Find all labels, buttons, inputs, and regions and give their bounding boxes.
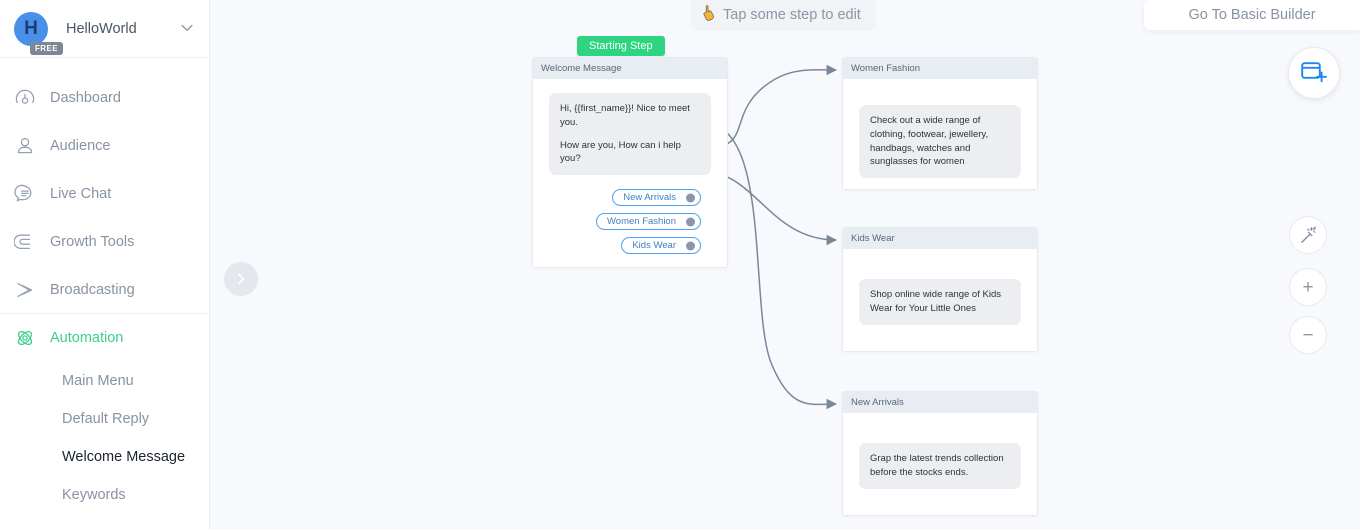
message-text: Grap the latest trends collection before… — [870, 453, 1004, 478]
connector-dot-icon[interactable] — [686, 193, 695, 203]
starting-step-badge: Starting Step — [577, 36, 665, 56]
sidebar-item-label: Automation — [50, 330, 124, 346]
sidebar-item-label: Dashboard — [50, 90, 121, 106]
quick-reply-women-fashion[interactable]: Women Fashion — [596, 213, 701, 231]
go-to-basic-builder-label: Go To Basic Builder — [1188, 7, 1316, 23]
magnet-icon — [14, 229, 50, 255]
edit-hint-tooltip: Tap some step to edit — [691, 0, 875, 29]
flow-node-new-arrivals[interactable]: New Arrivals Grap the latest trends coll… — [842, 391, 1038, 516]
sidebar-item-main-menu[interactable]: Main Menu — [0, 362, 209, 400]
quick-reply-label: Kids Wear — [632, 240, 676, 252]
gauge-icon — [14, 85, 50, 111]
user-icon — [14, 133, 50, 159]
sidebar-item-growth-tools[interactable]: Growth Tools — [0, 218, 209, 266]
workspace-switcher[interactable]: H FREE HelloWorld — [0, 0, 209, 58]
edge-new-arrivals — [704, 123, 838, 410]
sidebar-subitem-label: Default Reply — [62, 411, 150, 427]
message-text: Hi, {{first_name}}! Nice to meet you. — [560, 103, 690, 128]
workspace-name: HelloWorld — [66, 20, 137, 37]
avatar: H FREE — [14, 11, 63, 55]
flow-node-kids-wear[interactable]: Kids Wear Shop online wide range of Kids… — [842, 227, 1038, 352]
flow-node-women-fashion[interactable]: Women Fashion Check out a wide range of … — [842, 57, 1038, 190]
chat-bubble-icon — [14, 181, 50, 207]
edit-hint-text: Tap some step to edit — [723, 6, 861, 23]
sidebar-item-automation[interactable]: Automation — [0, 314, 209, 362]
node-title: Welcome Message — [533, 58, 727, 79]
message-bubble[interactable]: Check out a wide range of clothing, foot… — [859, 105, 1021, 179]
add-step-button[interactable] — [1288, 47, 1340, 99]
message-bubble[interactable]: Grap the latest trends collection before… — [859, 443, 1021, 489]
sidebar-item-label: Broadcasting — [50, 282, 135, 298]
chevron-down-icon[interactable] — [181, 23, 193, 35]
node-body: Grap the latest trends collection before… — [843, 413, 1037, 505]
node-body: Hi, {{first_name}}! Nice to meet you. Ho… — [533, 79, 727, 270]
flow-connectors — [658, 64, 838, 410]
magic-wand-icon — [1300, 225, 1316, 243]
sidebar-subitem-label: Welcome Message — [62, 449, 186, 465]
sidebar-subitem-label: Main Menu — [62, 373, 134, 389]
pointing-hand-icon — [701, 4, 716, 25]
quick-reply-new-arrivals[interactable]: New Arrivals — [612, 189, 701, 207]
zoom-in-button[interactable]: + — [1289, 268, 1327, 306]
sidebar-section-automation: Automation Main Menu Default Reply Welco… — [0, 314, 209, 520]
node-body: Shop online wide range of Kids Wear for … — [843, 249, 1037, 341]
message-bubble[interactable]: Hi, {{first_name}}! Nice to meet you. Ho… — [549, 93, 711, 176]
sidebar-item-audience[interactable]: Audience — [0, 122, 209, 170]
message-bubble[interactable]: Shop online wide range of Kids Wear for … — [859, 279, 1021, 325]
quick-reply-label: Women Fashion — [607, 216, 676, 228]
atom-icon — [14, 325, 50, 351]
plus-icon: + — [1302, 276, 1314, 298]
sidebar-item-keywords[interactable]: Keywords — [0, 476, 209, 514]
plan-badge: FREE — [30, 41, 63, 55]
connector-dot-icon[interactable] — [686, 241, 695, 251]
sidebar-item-label: Live Chat — [50, 186, 112, 202]
magic-button[interactable] — [1289, 216, 1327, 254]
add-card-icon — [1301, 62, 1327, 83]
message-text: How are you, How can i help you? — [560, 139, 681, 165]
node-title: New Arrivals — [843, 392, 1037, 413]
node-body: Check out a wide range of clothing, foot… — [843, 79, 1037, 194]
sidebar-item-dashboard[interactable]: Dashboard — [0, 74, 209, 122]
quick-replies: New Arrivals Women Fashion Kids Wear — [549, 189, 711, 255]
sidebar: H FREE HelloWorld Dashboard Audience — [0, 0, 210, 529]
sidebar-item-label: Audience — [50, 138, 111, 154]
message-text: Check out a wide range of clothing, foot… — [870, 115, 989, 168]
avatar-initial: H — [24, 17, 38, 39]
go-to-basic-builder-button[interactable]: Go To Basic Builder — [1144, 0, 1360, 30]
quick-reply-kids-wear[interactable]: Kids Wear — [621, 237, 701, 255]
sidebar-item-label: Growth Tools — [50, 234, 135, 250]
sidebar-item-broadcasting[interactable]: Broadcasting — [0, 266, 209, 314]
node-title: Kids Wear — [843, 228, 1037, 249]
sidebar-subitem-label: Keywords — [62, 487, 126, 503]
sidebar-item-default-reply[interactable]: Default Reply — [0, 400, 209, 438]
quick-reply-label: New Arrivals — [623, 192, 676, 204]
flow-node-welcome-message[interactable]: Welcome Message Hi, {{first_name}}! Nice… — [532, 57, 728, 268]
chevron-right-icon — [238, 273, 245, 285]
edge-women-fashion — [704, 64, 838, 149]
main-nav: Dashboard Audience Live Chat Growth Tool… — [0, 58, 209, 520]
collapse-sidebar-button[interactable] — [224, 262, 258, 296]
send-icon — [14, 277, 50, 303]
minus-icon: − — [1302, 324, 1314, 346]
sidebar-item-welcome-message[interactable]: Welcome Message — [0, 438, 209, 476]
connector-dot-icon[interactable] — [686, 217, 695, 227]
node-title: Women Fashion — [843, 58, 1037, 79]
flow-canvas[interactable]: Tap some step to edit Go To Basic Builde… — [210, 0, 1360, 529]
message-text: Shop online wide range of Kids Wear for … — [870, 289, 1001, 314]
zoom-out-button[interactable]: − — [1289, 316, 1327, 354]
sidebar-item-live-chat[interactable]: Live Chat — [0, 170, 209, 218]
